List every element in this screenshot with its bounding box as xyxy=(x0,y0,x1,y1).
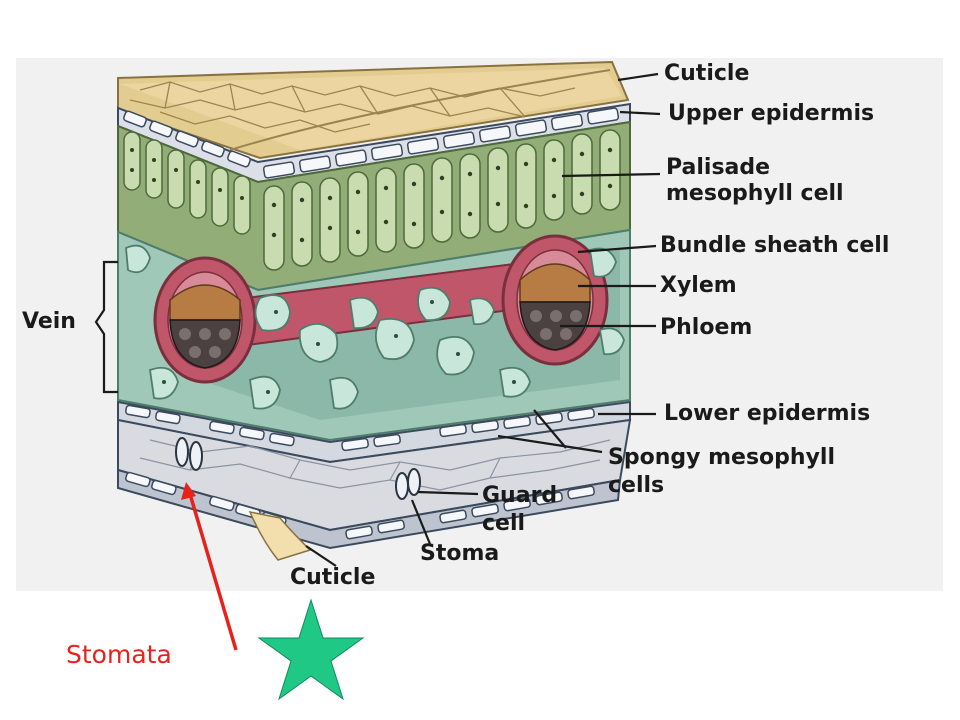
label-cuticle-bottom: Cuticle xyxy=(290,565,376,590)
stomata-arrow xyxy=(181,482,238,651)
label-upper-epidermis: Upper epidermis xyxy=(668,101,875,126)
label-guard-line2: cell xyxy=(482,511,526,536)
label-spongy-line1: Spongy mesophyll xyxy=(608,445,836,470)
guard-cells xyxy=(175,437,421,500)
label-spongy-line2: cells xyxy=(608,473,665,498)
left-vein xyxy=(153,256,257,384)
label-bundle-sheath: Bundle sheath cell xyxy=(660,233,890,258)
stomata-annotation: Stomata xyxy=(66,640,172,669)
bottom-cuticle xyxy=(248,510,312,561)
leader-lines xyxy=(94,72,661,567)
label-palisade-line2: mesophyll cell xyxy=(666,181,844,206)
label-vein: Vein xyxy=(22,309,76,334)
label-cuticle-top: Cuticle xyxy=(664,61,750,86)
label-xylem: Xylem xyxy=(660,273,737,298)
label-stoma: Stoma xyxy=(420,541,500,566)
label-phloem: Phloem xyxy=(660,315,753,340)
label-guard-line1: Guard xyxy=(482,483,558,508)
label-palisade-line1: Palisade xyxy=(666,155,771,180)
star-icon xyxy=(257,598,365,701)
label-lower-epidermis: Lower epidermis xyxy=(664,401,871,426)
